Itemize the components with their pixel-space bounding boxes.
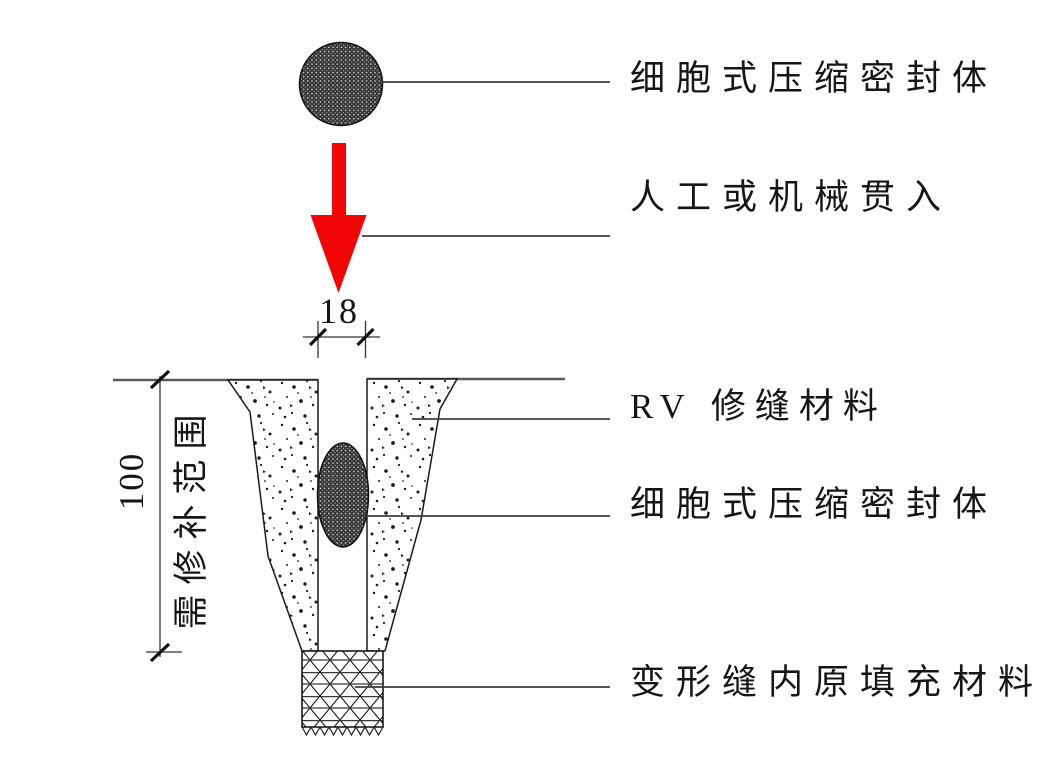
repair-range-label: 需修补范围 [172, 404, 211, 630]
callout-original-fill: 变形缝内原填充材料 [630, 663, 1045, 702]
dimension-tick [356, 327, 375, 347]
dimension-tick [308, 327, 328, 347]
seal-body-symbol [298, 41, 384, 127]
filler-bottom-zigzag [301, 725, 384, 737]
joint-width-value: 18 [319, 291, 359, 331]
dimension-tick [149, 369, 171, 390]
original-joint-filler [301, 650, 384, 728]
down-arrow-shaft [332, 143, 346, 217]
repair-material-left-wedge [226, 379, 319, 652]
callout-seal-product: 细胞式压缩密封体 [630, 59, 999, 98]
joint-width-dimension [303, 321, 380, 358]
repair-depth-value: 100 [112, 451, 151, 511]
callout-rv-material: RV 修缝材料 [630, 387, 887, 426]
compressed-seal-body [316, 442, 370, 548]
callout-penetration: 人工或机械贯入 [630, 178, 953, 217]
repair-depth-dimension [146, 369, 182, 663]
down-arrow-icon [310, 143, 367, 293]
down-arrow-head [310, 215, 367, 293]
dimension-tick [149, 642, 171, 663]
callout-seal-installed: 细胞式压缩密封体 [630, 485, 999, 524]
